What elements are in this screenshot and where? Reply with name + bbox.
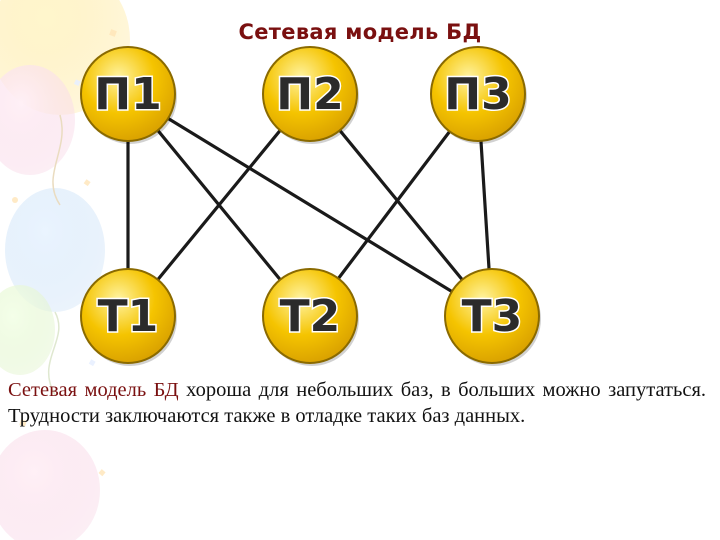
node-t3: Т3 (444, 268, 541, 366)
node-circle (80, 268, 176, 364)
node-label: Т1 (98, 291, 159, 342)
caption-body: хороша для небольших баз, в больших можн… (8, 379, 706, 427)
balloon-decoration (5, 188, 105, 312)
node-label: П2 (276, 69, 343, 120)
node-circle (444, 268, 540, 364)
balloon-decoration (0, 285, 55, 375)
balloon-string-decoration (52, 114, 63, 206)
node-label: Т2 (280, 291, 341, 342)
node-p3: П3 (430, 46, 527, 144)
node-t1: Т1 (80, 268, 177, 366)
node-circle (430, 46, 526, 142)
node-p1: П1 (80, 46, 177, 144)
node-circle (262, 268, 358, 364)
node-circle (80, 46, 176, 142)
edge-p1-t3 (126, 92, 494, 318)
caption-highlight: Сетевая модель БД (8, 379, 179, 401)
node-t2: Т2 (262, 268, 359, 366)
caption-text: Сетевая модель БД хороша для небольших б… (8, 377, 706, 429)
node-label: Т3 (462, 291, 523, 342)
balloon-string-decoration (48, 311, 60, 396)
node-circle (262, 46, 358, 142)
balloon-decoration (0, 65, 75, 175)
slide-title: Сетевая модель БД (238, 20, 482, 44)
node-label: П1 (94, 69, 161, 120)
node-p2: П2 (262, 46, 359, 144)
node-label: П3 (444, 69, 511, 120)
confetti-decoration (73, 79, 96, 367)
balloon-decoration (0, 430, 100, 540)
